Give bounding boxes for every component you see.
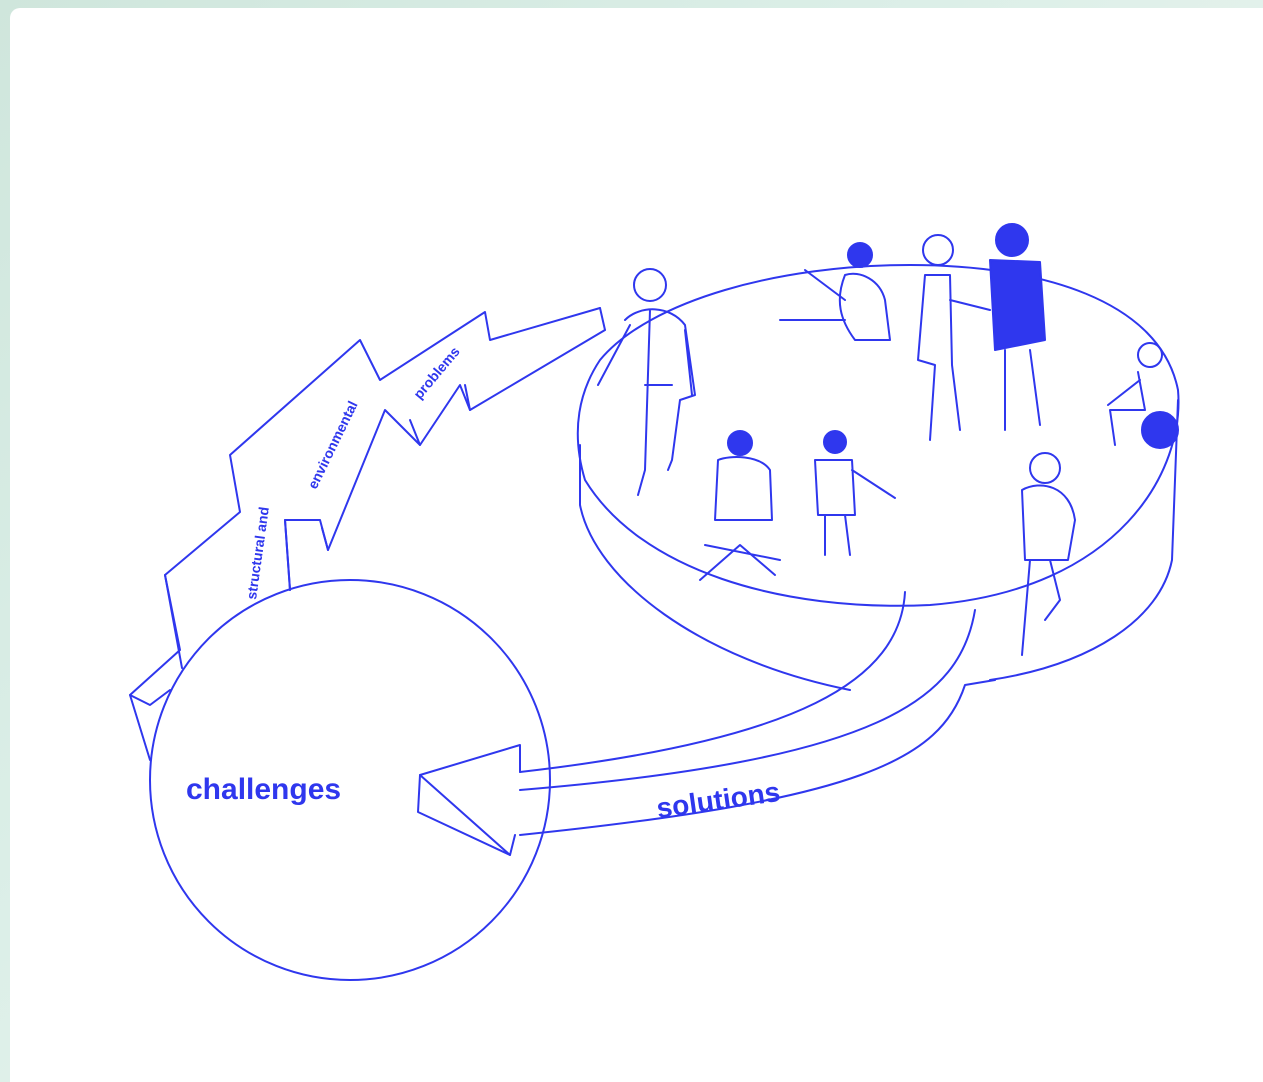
lightning-label-structural: structural and [243,506,272,601]
challenges-label: challenges [186,773,341,806]
community-platform [576,264,1180,691]
child-standing [814,430,896,556]
illustration-card [10,8,1263,1082]
person-standing-bowtie [597,268,696,496]
person-sitting-laptop [699,430,781,581]
person-wheelchair [1107,342,1179,449]
lightning-label-environmental: environmental [304,398,360,491]
person-sitting-ground [779,242,891,341]
person-sitting-edge [1021,452,1076,656]
person-holding-hands-right [989,223,1046,431]
challenges-circle [149,579,551,981]
person-holding-hands-left [917,234,991,441]
problems-lightning-bolt [129,307,606,761]
solutions-label: solutions [655,776,783,824]
solutions-arrow[interactable] [417,591,996,856]
